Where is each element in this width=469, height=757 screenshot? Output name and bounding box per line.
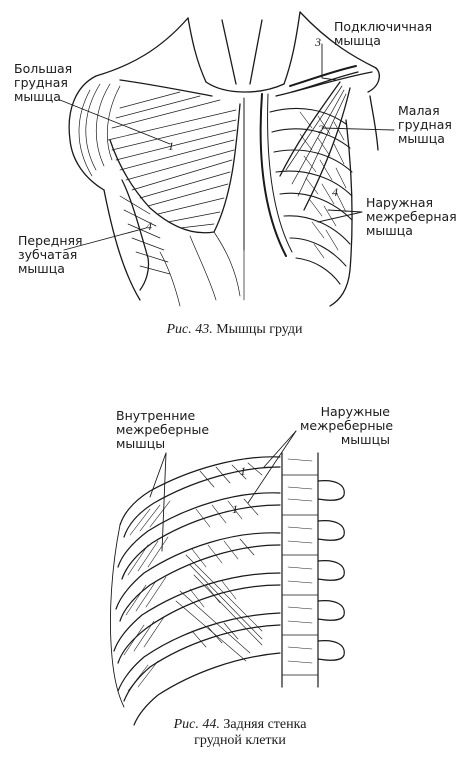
neck-contour [187, 17, 207, 83]
marker-3: 3 [314, 35, 321, 49]
caption-prefix: Рис. 44. [173, 717, 220, 732]
trapezius-right [299, 11, 377, 69]
fig44-leader-lines [149, 430, 297, 552]
left-clavicle [119, 79, 213, 97]
marker-1-lower: 1 [232, 502, 238, 516]
marker-1-upper: 1 [240, 464, 246, 478]
spine [281, 452, 345, 688]
caption-prefix: Рис. 43. [166, 322, 213, 337]
costal-cartilage-border [259, 93, 287, 257]
posterior-ribs [113, 456, 281, 726]
chest-muscles-illustration: 1 2 3 4 4 [59, 11, 395, 307]
marker-1: 1 [168, 139, 174, 153]
right-shoulder-cap [367, 67, 380, 93]
subclavius-muscle [289, 65, 357, 87]
label-pectoralis-major: Большая грудная мышца [14, 61, 73, 104]
figure-44-caption: Рис. 44. Задняя стенка грудной клетки [130, 717, 350, 749]
trapezius-left [95, 17, 189, 77]
label-subclavius: Подключичная мышца [334, 19, 432, 48]
figure-43-caption: Рис. 43. Мышцы груди [0, 322, 469, 338]
marker-2: 2 [318, 122, 324, 136]
label-external-intercostal: Наружная межреберная мышца [366, 195, 457, 238]
posterior-chest-wall-illustration: 1 1 [109, 430, 345, 726]
pectoralis-minor-outline [279, 81, 341, 177]
marker-4-right: 4 [332, 185, 338, 199]
deltoid-fibres [78, 83, 121, 177]
fig43-leader-lines [59, 43, 395, 251]
caption-text: Задняя стенка грудной клетки [194, 717, 307, 748]
intercostal-hatching [299, 111, 347, 259]
pectoralis-minor-fibres [285, 85, 347, 197]
external-intercostal-hatching [189, 462, 263, 648]
caption-text: Мышцы груди [216, 322, 303, 337]
figure-43: 1 2 3 4 4 Большая грудная мышца Подключи… [0, 0, 469, 350]
pectoralis-major-outline [109, 103, 241, 234]
costal-margin [109, 524, 125, 708]
figure-44: 1 1 Внутренние межреберные мышцы Наружны… [0, 395, 469, 757]
serratus-anterior-fibres [119, 195, 171, 275]
label-external-intercostals: Наружные межреберные мышцы [300, 404, 394, 447]
left-flank [103, 189, 141, 301]
label-pectoralis-minor: Малая грудная мышца [398, 103, 452, 146]
internal-intercostal-hatching [123, 500, 171, 692]
right-ribs [269, 107, 353, 285]
pectoralis-major-fibres [107, 91, 237, 229]
abdomen-lines [159, 231, 245, 307]
right-clavicle [275, 71, 373, 97]
marker-4-left: 4 [146, 219, 152, 233]
right-ribcage-edge [329, 119, 353, 307]
left-shoulder [68, 75, 105, 191]
label-internal-intercostals: Внутренние межреберные мышцы [116, 408, 210, 451]
serratus-anterior-outline [121, 179, 150, 291]
label-serratus-anterior: Передняя зубчатая мышца [18, 233, 83, 276]
oblique-fibres [175, 554, 263, 662]
